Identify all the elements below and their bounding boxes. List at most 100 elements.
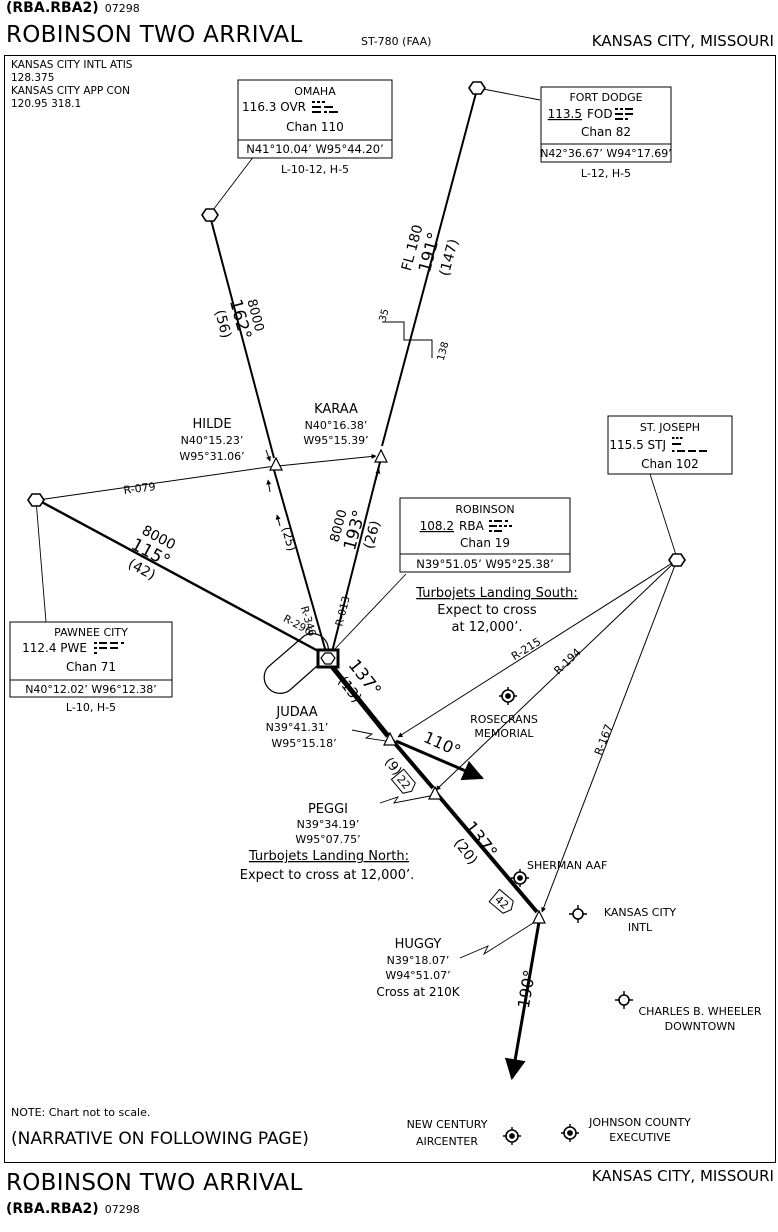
johnson-airport-icon <box>561 1124 579 1142</box>
sherman-airport-icon <box>511 869 529 887</box>
fod-name: FORT DODGE <box>569 91 642 104</box>
scale-note: NOTE: Chart not to scale. <box>11 1106 150 1119</box>
chart-title-top: ROBINSON TWO ARRIVAL <box>6 22 303 48</box>
svg-text:HUGGY: HUGGY <box>395 937 442 952</box>
procedure-code-bottom: (RBA.RBA2)07298 <box>6 1201 140 1217</box>
r194-label: R-194 <box>551 646 583 678</box>
robinson-navaid-box: ROBINSON 108.2 RBA Chan 19 N39°51.05’ W9… <box>399 497 571 573</box>
location-top: KANSAS CITY, MISSOURI <box>591 32 774 50</box>
judaa-heading-110 <box>395 739 484 781</box>
rba-morse-icon <box>489 520 512 532</box>
r194-radial <box>435 559 678 791</box>
fod-freq: 113.5 <box>548 107 582 121</box>
hilde-route-line <box>273 469 327 653</box>
rba-name: ROBINSON <box>455 503 514 516</box>
svg-text:N40°15.23’: N40°15.23’ <box>181 434 244 447</box>
kc-intl-label-1: KANSAS CITY <box>604 906 677 919</box>
pwe-vortac-icon <box>27 493 45 507</box>
approach-freq: 120.95 318.1 <box>11 98 81 110</box>
judaa-label: JUDAA N39°41.31’ W95°15.18’ <box>266 705 337 750</box>
karaa-route-line <box>331 461 381 653</box>
r079-radial-arrow <box>267 453 377 468</box>
peggi-fix-icon <box>428 785 442 800</box>
pwe-route-line <box>37 498 321 654</box>
fod-chan: Chan 82 <box>581 125 631 139</box>
peggi-huggy-line <box>435 792 539 914</box>
hilde-arrow-a <box>265 449 271 462</box>
rba-chan: Chan 19 <box>460 536 510 550</box>
chart-number-top: 07298 <box>104 2 140 15</box>
r215-label: R-215 <box>509 635 543 663</box>
atis-label: KANSAS CITY INTL ATIS <box>11 59 133 71</box>
omaha-morse-icon <box>312 101 338 113</box>
hilde-label: HILDE N40°15.23’ W95°31.06’ <box>179 417 244 463</box>
judaa-peggi-line <box>390 738 435 790</box>
judaa-fix-icon <box>383 731 397 746</box>
svg-text:W95°31.06’: W95°31.06’ <box>179 450 244 463</box>
comms-block: KANSAS CITY INTL ATIS 128.375 KANSAS CIT… <box>11 59 133 110</box>
ovr-route-label: 8000 162° (56) <box>211 297 266 342</box>
atis-freq: 128.375 <box>11 72 54 84</box>
chart-frame <box>4 55 776 1163</box>
svg-text:N40°16.38’: N40°16.38’ <box>305 419 368 432</box>
svg-text:W94°51.07’: W94°51.07’ <box>385 969 450 982</box>
rba-judaa-line <box>328 662 390 738</box>
ovr-route-line <box>209 215 275 459</box>
wheeler-label-1: CHARLES B. WHEELER <box>639 1005 762 1018</box>
pwe-leader <box>35 499 47 623</box>
judaa-mea-shield: 22 <box>390 768 416 794</box>
stj-freq: 115.5 STJ <box>609 438 666 452</box>
hilde-arrow-c <box>275 514 281 527</box>
stj-leader <box>649 473 678 559</box>
huggy-label: HUGGY N39°18.07’ W94°51.07’ Cross at 210… <box>376 937 460 999</box>
svg-text:N39°34.19’: N39°34.19’ <box>297 818 360 831</box>
procedure-code-top: (RBA.RBA2)07298 <box>6 0 140 16</box>
peggi-huggy-label: 137° (20) <box>450 818 501 868</box>
pwe-charts: L-10, H-5 <box>66 701 116 714</box>
fod-morse-icon <box>615 108 633 120</box>
omaha-coords: N41°10.04’ W95°44.20’ <box>246 142 384 156</box>
johnson-label-1: JOHNSON COUNTY <box>588 1116 691 1129</box>
karaa-arrow <box>375 468 381 481</box>
svg-text:Turbojets Landing North:: Turbojets Landing North: <box>248 849 409 864</box>
svg-text:Cross at 210K: Cross at 210K <box>376 985 460 999</box>
new-century-label-1: NEW CENTURY <box>407 1118 488 1131</box>
svg-text:KARAA: KARAA <box>314 402 358 417</box>
st-joseph-navaid-box: ST. JOSEPH 115.5 STJ Chan 102 <box>607 415 733 475</box>
omaha-navaid-box: OMAHA 116.3 OVR Chan 110 N41°10.04’ W95°… <box>237 79 393 176</box>
karaa-label: KARAA N40°16.38’ W95°15.39’ <box>303 402 368 447</box>
holding-pattern <box>263 633 329 694</box>
wheeler-label-2: DOWNTOWN <box>665 1020 736 1033</box>
peggi-mea-shield: 42 <box>488 888 514 914</box>
svg-text:W95°15.39’: W95°15.39’ <box>303 434 368 447</box>
r167-label: R-167 <box>592 722 616 757</box>
pawnee-city-navaid-box: PAWNEE CITY 112.4 PWE Chan 71 N40°12.02’… <box>9 621 173 714</box>
stj-vortac-icon <box>668 553 686 567</box>
peggi-label: PEGGI N39°34.19’ W95°07.75’ <box>295 802 360 846</box>
new-century-label-2: AIRCENTER <box>416 1135 478 1148</box>
wheeler-airport-icon <box>615 991 633 1009</box>
omaha-leader <box>209 155 255 215</box>
stj-name: ST. JOSEPH <box>640 421 700 434</box>
robinson-vor-dme-icon <box>316 648 340 669</box>
stj-chan: Chan 102 <box>641 457 699 471</box>
pwe-chan: Chan 71 <box>66 660 116 674</box>
narrative-note: (NARRATIVE ON FOLLOWING PAGE) <box>11 1129 309 1149</box>
huggy-leader <box>459 919 539 959</box>
johnson-label-2: EXECUTIVE <box>609 1131 671 1144</box>
svg-text:Expect to cross: Expect to cross <box>437 603 537 618</box>
svg-text:Turbojets Landing South:: Turbojets Landing South: <box>415 586 577 601</box>
approach-label: KANSAS CITY APP CON <box>11 85 130 97</box>
svg-text:N39°18.07’: N39°18.07’ <box>387 954 450 967</box>
pwe-freq: 112.4 PWE <box>22 641 87 655</box>
rosecrans-airport-icon <box>499 687 517 705</box>
r079-radial <box>37 466 269 501</box>
pwe-name: PAWNEE CITY <box>54 626 128 639</box>
svg-text:(26): (26) <box>361 519 384 551</box>
chart-id: ST-780 (FAA) <box>361 35 432 48</box>
fod-mark-a: 35 <box>378 308 392 323</box>
omaha-freq: 116.3 OVR <box>242 100 306 114</box>
svg-text:HILDE: HILDE <box>192 417 231 432</box>
fod-vortac-icon <box>468 81 486 95</box>
